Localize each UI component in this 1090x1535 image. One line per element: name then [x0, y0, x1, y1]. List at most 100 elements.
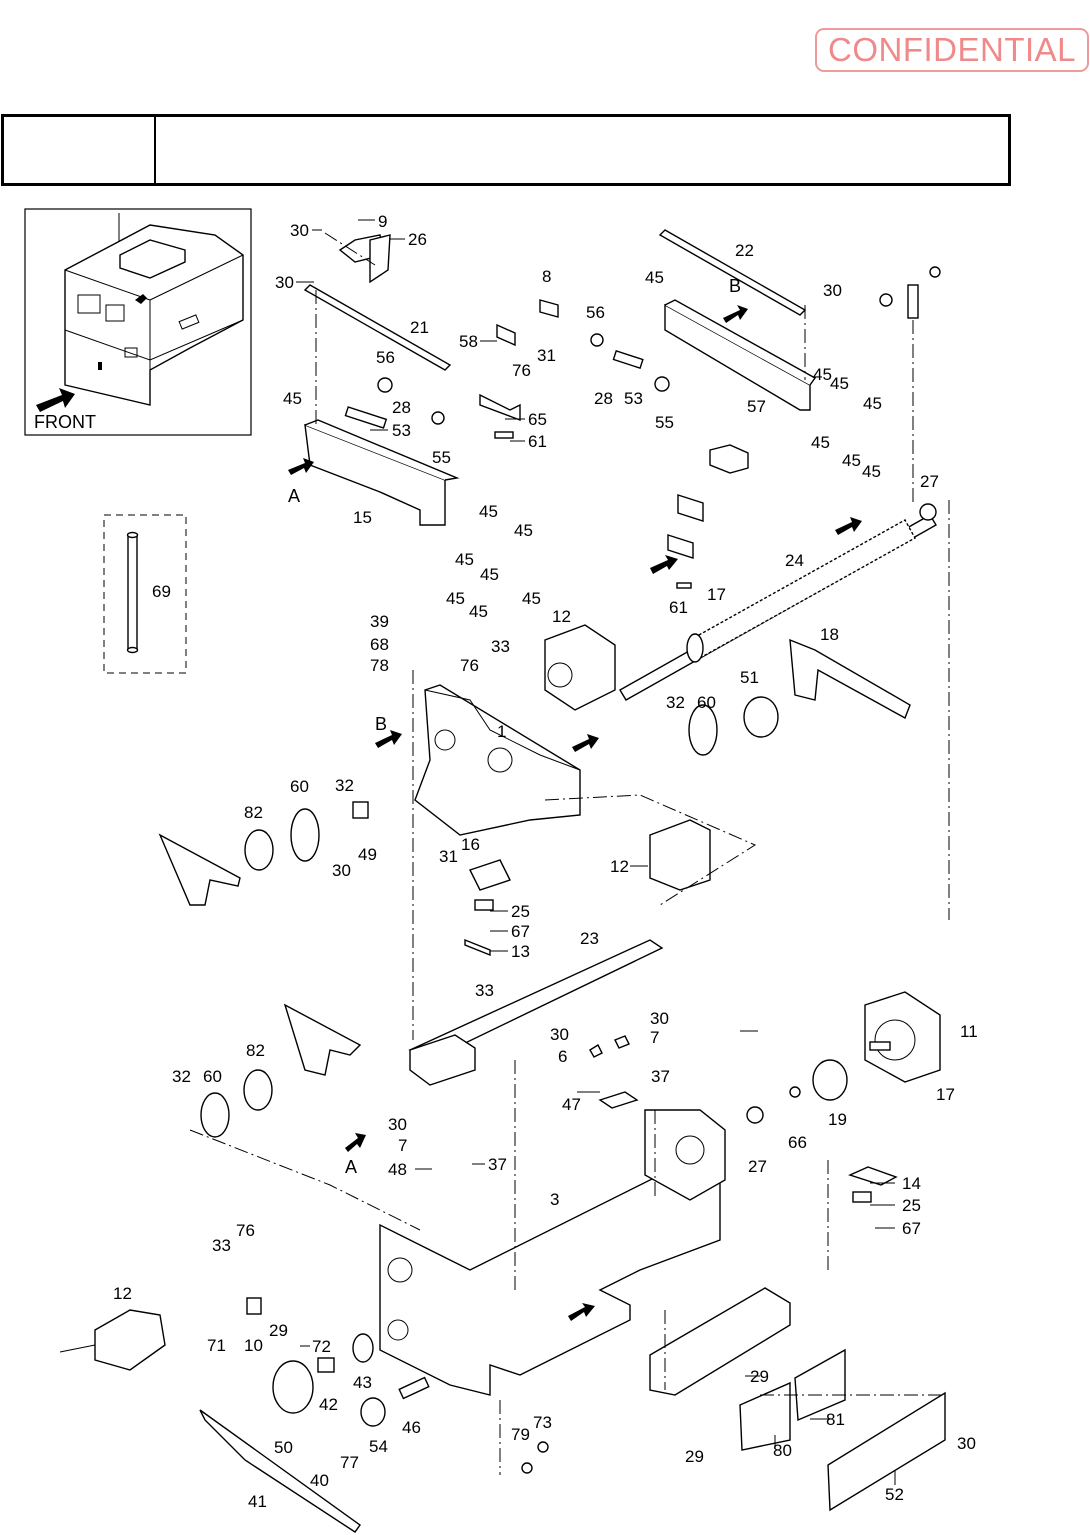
part-label: 37 — [651, 1067, 670, 1086]
part-label: 1 — [497, 722, 506, 741]
part-label: 15 — [353, 508, 372, 527]
part-label: 60 — [697, 693, 716, 712]
part-label: 21 — [410, 318, 429, 337]
part-label: 55 — [655, 413, 674, 432]
part-label: 33 — [491, 637, 510, 656]
part-label: 58 — [459, 332, 478, 351]
frame-arrow-icon — [568, 1303, 595, 1321]
part-label: 60 — [290, 777, 309, 796]
part-label: 33 — [212, 1236, 231, 1255]
part-number-labels: 9 30 26 30 21 8 58 31 76 56 28 53 45 55 … — [113, 212, 978, 1511]
screw-arrow-icon — [835, 517, 862, 535]
part-label: 67 — [511, 922, 530, 941]
part-label: 12 — [610, 857, 629, 876]
part-label: 11 — [960, 1022, 978, 1041]
part-label: 48 — [388, 1160, 407, 1179]
part-label: 29 — [750, 1367, 769, 1386]
part-label: 66 — [788, 1133, 807, 1152]
part-label: 30 — [332, 861, 351, 880]
carriage-assembly — [352, 624, 711, 1040]
part-label: 46 — [402, 1418, 421, 1437]
part-label: 33 — [475, 981, 494, 1000]
part-label: 53 — [624, 389, 643, 408]
part-label: 45 — [811, 433, 830, 452]
part-label: 17 — [707, 585, 726, 604]
part-label: 71 — [207, 1336, 226, 1355]
header-cell-left — [4, 117, 156, 183]
part-label: 61 — [528, 432, 547, 451]
part-label: 30 — [650, 1009, 669, 1028]
part-label: 45 — [283, 389, 302, 408]
view-marker-b-lower: B — [375, 714, 387, 734]
part-label: 29 — [685, 1447, 704, 1466]
part-label: 32 — [172, 1067, 191, 1086]
part-label: 10 — [244, 1336, 263, 1355]
confidential-stamp: CONFIDENTIAL — [815, 28, 1089, 72]
part-label: 28 — [594, 389, 613, 408]
part-label: 82 — [246, 1041, 265, 1060]
part-label: 45 — [479, 502, 498, 521]
part-label: 30 — [550, 1025, 569, 1044]
part-label: 73 — [533, 1413, 552, 1432]
part-label: 24 — [785, 551, 804, 570]
part-label: 57 — [747, 397, 766, 416]
sensor-arrow-icon — [650, 555, 678, 574]
part-label: 31 — [439, 847, 458, 866]
front-arrow-icon — [36, 388, 75, 412]
part-label: 45 — [522, 589, 541, 608]
part-label: 29 — [269, 1321, 288, 1340]
part-label: 45 — [446, 589, 465, 608]
part-label: 27 — [920, 472, 939, 491]
part-label: 25 — [902, 1196, 921, 1215]
part-label: 56 — [376, 348, 395, 367]
part-label: 23 — [580, 929, 599, 948]
front-label: FRONT — [34, 412, 96, 432]
part-label: 67 — [902, 1219, 921, 1238]
linear-guide — [408, 939, 664, 1109]
part-label: 76 — [460, 656, 479, 675]
rail-assembly-b — [590, 229, 941, 505]
motor-11-assembly — [746, 991, 941, 1203]
part-label: 17 — [936, 1085, 955, 1104]
part-label: 18 — [820, 625, 839, 644]
view-a-arrow-icon — [288, 458, 314, 475]
part-label: 69 — [152, 582, 171, 601]
cover-plates — [649, 1287, 946, 1512]
view-a-lower-arrow-icon — [345, 1133, 366, 1152]
part-label: 45 — [455, 550, 474, 569]
part-label: 40 — [310, 1471, 329, 1490]
part-label: 45 — [862, 462, 881, 481]
part-label: 45 — [480, 565, 499, 584]
part-label: 72 — [312, 1337, 331, 1356]
part-label: 37 — [488, 1155, 507, 1174]
part-label: 41 — [248, 1492, 267, 1511]
part-label: 30 — [275, 273, 294, 292]
part-label: 32 — [335, 776, 354, 795]
carriage-arrow-b-icon — [375, 730, 402, 748]
part-label: 43 — [353, 1373, 372, 1392]
sensor-bracket-assembly — [650, 444, 749, 589]
view-marker-a-lower: A — [345, 1157, 357, 1177]
part-label: 8 — [542, 267, 551, 286]
part-label: 65 — [528, 410, 547, 429]
part-label: 22 — [735, 241, 754, 260]
part-label: 61 — [669, 598, 688, 617]
part-label: 45 — [863, 394, 882, 413]
part-label: 13 — [511, 942, 530, 961]
part-label: 7 — [650, 1028, 659, 1047]
part-label: 76 — [512, 361, 531, 380]
assembly-guide-lines — [189, 500, 950, 1475]
part-label: 52 — [885, 1485, 904, 1504]
belts — [158, 638, 911, 1533]
part-label: 50 — [274, 1438, 293, 1457]
view-b-arrow-icon — [723, 305, 748, 323]
motor-12-lower-assembly — [59, 1297, 549, 1474]
part-label: 6 — [558, 1047, 567, 1066]
part-label: 45 — [514, 521, 533, 540]
part-label: 81 — [826, 1410, 845, 1429]
part-label: 55 — [432, 448, 451, 467]
part-label: 25 — [511, 902, 530, 921]
part-label: 51 — [740, 668, 759, 687]
part-label: 28 — [392, 398, 411, 417]
